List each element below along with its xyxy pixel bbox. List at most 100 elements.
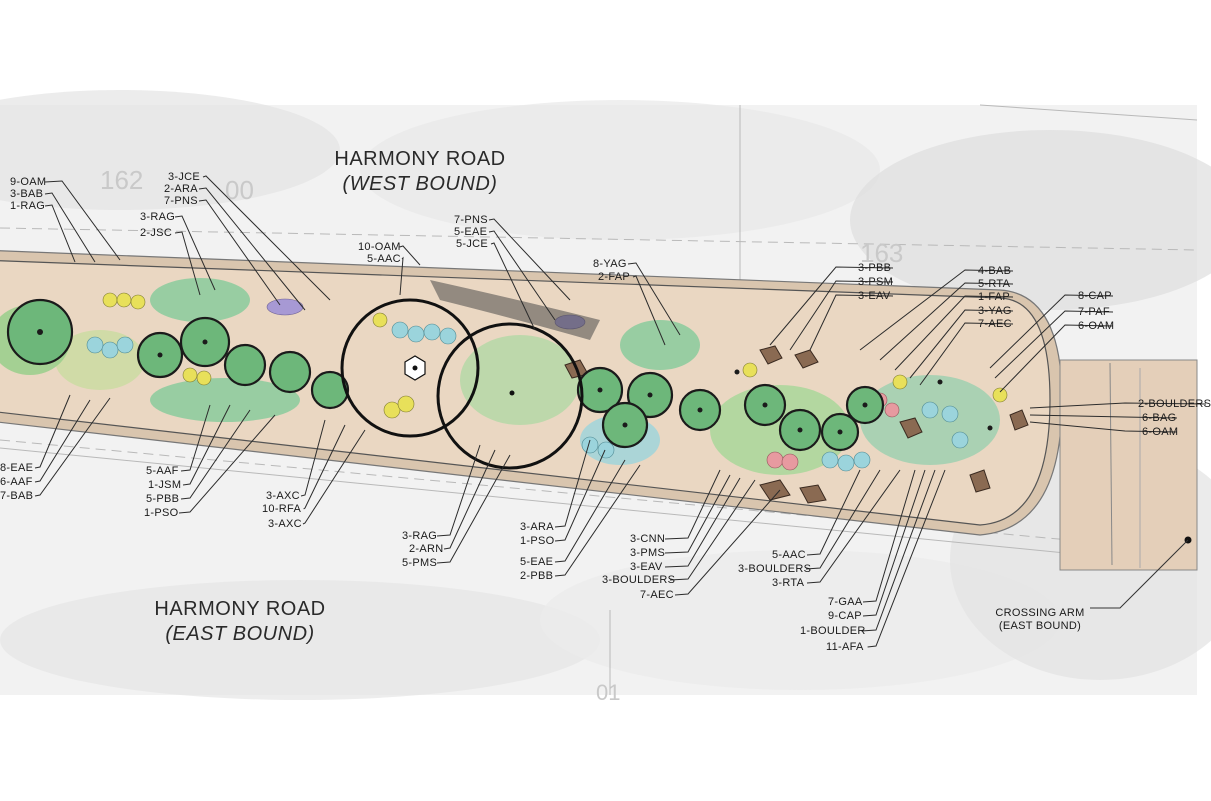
callout-leader-line [34,399,91,483]
callout-leader-line [664,474,731,554]
callout-leader-line [627,262,681,336]
callout-leader-line [664,477,741,568]
plant-callout: 3-AXC [268,518,302,530]
callout-leader-line [202,175,331,301]
plant-callout: 3-PMS [630,547,666,559]
callout-leader-line [303,424,346,510]
plant-callout: 2-ARA [164,183,198,195]
callout-leader-line [862,469,916,603]
crossing-arm-line2: (EAST BOUND) [998,620,1082,632]
station-mark: 00 [225,175,254,205]
plant-callout: 7-GAA [828,596,863,608]
callout-leader-line [1029,402,1207,409]
plant-callout: 3-BOULDERS [602,574,676,586]
callout-leader-line [1029,414,1178,419]
road-title-eastbound: HARMONY ROAD (EAST BOUND) [140,597,340,647]
callout-leader-line [879,282,1014,361]
plant-callout: 6-OAM [1078,320,1115,332]
callout-leader-line [554,449,606,542]
callout-leader-line [674,489,781,596]
plant-callout: 5-AAC [367,253,401,265]
station-mark: 163 [860,238,904,268]
station-mark: 01 [596,680,621,705]
plant-callout: 3-JCE [168,171,201,183]
callout-leader-line [862,469,926,617]
callout-leader-line [300,419,326,497]
callout-leader-line [34,397,111,497]
callout-leader-line [669,479,756,581]
callout-leader-line [994,310,1114,379]
plant-callout: 5-AAF [146,465,179,477]
callout-leader-line [180,404,211,472]
plant-callout: 1-JSM [148,479,182,491]
plant-callout: 3-BOULDERS [738,563,812,575]
callout-leader-line [919,322,1014,386]
callout-leader-line [399,256,404,296]
callout-leader-line [436,444,481,537]
callout-leader-line [554,439,591,528]
plant-callout: 7-BAB [0,490,34,502]
plant-callout: 2-JSC [140,227,173,239]
plant-callout: 1-PSO [520,535,555,547]
plant-callout: 3-BAB [10,188,44,200]
plant-callout: 7-AEC [978,318,1012,330]
plant-callout: 9-CAP [828,610,862,622]
callout-leader-line [806,469,901,584]
plant-callout: 7-PAF [1078,306,1110,318]
plant-callout: 8-CAP [1078,290,1112,302]
plant-callout: 11-AFA [826,641,864,653]
plant-callout: 3-ARA [520,521,554,533]
callout-leader-line [894,295,1014,371]
road-name: HARMONY ROAD [334,148,506,170]
survey-lines [0,104,1198,695]
plant-callout: 10-OAM [358,241,401,253]
callout-leader-line [399,245,421,266]
callout-leader-line [443,449,496,550]
plant-callout: 7-PNS [454,214,488,226]
crossing-arm-marker [1090,536,1192,609]
callout-leader-line [44,192,96,263]
callout-leaders [34,175,1207,648]
plant-callout: 6-OAM [1142,426,1179,438]
plant-callout: 5-EAE [454,226,488,238]
callout-leader-line [174,215,216,291]
plant-callout: 3-PBB [858,262,892,274]
plant-callout: 5-JCE [456,238,489,250]
callout-leader-line [789,280,894,351]
callout-leader-line [861,469,936,632]
callout-leader-line [490,242,536,331]
callout-leader-line [436,454,511,564]
plant-callout: 5-PBB [146,493,180,505]
plant-callout: 9-OAM [10,176,47,188]
plant-callout: 1-PSO [144,507,179,519]
plant-callout: 6-BAG [1142,412,1177,424]
plant-callout: 3-RAG [140,211,176,223]
plant-callout: 5-PMS [402,557,438,569]
plant-callout: 3-YAG [978,305,1012,317]
plant-callout: 2-PBB [520,570,554,582]
plant-callout: 8-EAE [0,462,34,474]
callout-leader-line [769,266,894,346]
plant-callout: 4-BAB [978,265,1012,277]
callout-leader-line [198,187,306,311]
station-mark: 162 [100,165,144,195]
callout-leader-line [664,469,721,540]
plant-callout: 3-RAG [402,530,438,542]
plant-callout: 3-AXC [266,490,300,502]
plant-callout: 5-AAC [772,549,806,561]
callout-leader-line [554,464,641,577]
road-direction: (WEST BOUND) [342,173,498,195]
callout-leader-line [989,294,1114,369]
plant-callout: 2-BOULDERS [1138,398,1211,410]
plant-callout: 10-RFA [262,503,302,515]
plant-callout: 3-CNN [630,533,666,545]
callout-leader-line [859,269,1014,351]
callout-leader-line [44,180,121,261]
callout-leader-line [182,404,231,486]
plant-callout: 8-YAG [593,258,627,270]
plant-callout: 3-RTA [772,577,805,589]
callout-leader-line [632,275,666,346]
crossing-arm-line1: CROSSING ARM [995,607,1085,619]
callout-leader-line [806,469,861,556]
